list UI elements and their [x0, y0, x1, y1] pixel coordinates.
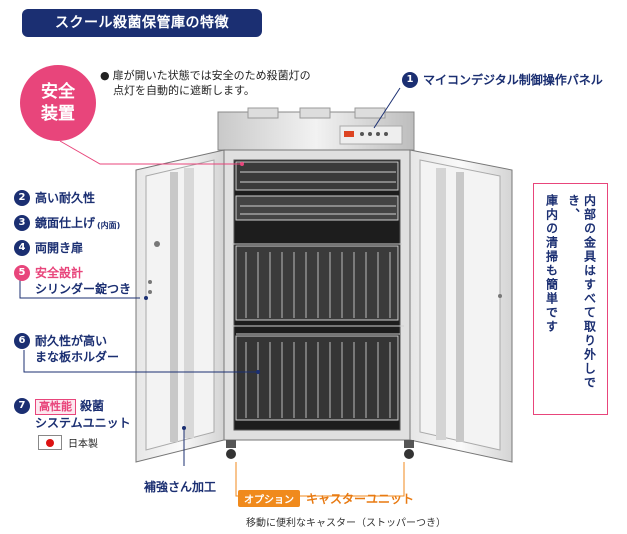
page-title: スクール殺菌保管庫の特徴	[22, 9, 262, 37]
feature-7: 7 高性能殺菌 システムユニット	[14, 398, 131, 431]
feature-2-number: 2	[14, 190, 30, 206]
caster-option: オプションキャスターユニット	[238, 490, 414, 507]
feature-7-line1: 殺菌	[80, 399, 105, 413]
feature-1: 1 マイコンデジタル制御操作パネル	[402, 72, 603, 88]
bullet-icon: ●	[100, 69, 110, 82]
caster-title: キャスターユニット	[306, 492, 415, 506]
high-performance-badge: 高性能	[35, 399, 76, 415]
feature-4: 4 両開き扉	[14, 240, 83, 256]
feature-7-number: 7	[14, 398, 30, 414]
right-door	[409, 149, 513, 463]
feature-1-number: 1	[402, 72, 418, 88]
interior-note-line2: 庫内の清掃も簡単です	[544, 194, 559, 334]
feature-4-label: 両開き扉	[35, 241, 84, 255]
feature-1-label: マイコンデジタル制御操作パネル	[423, 73, 603, 87]
board-holders	[245, 252, 391, 418]
feature-3-label: 鏡面仕上げ	[35, 216, 96, 230]
made-in-japan-label: 日本製	[68, 439, 98, 450]
left-door	[135, 149, 225, 463]
feature-6-line2: まな板ホルダー	[35, 350, 120, 364]
interior-note-box: 内部の金具はすべて取り外しでき、 庫内の清掃も簡単です	[533, 183, 608, 415]
feature-6: 6 耐久性が高い まな板ホルダー	[14, 333, 119, 365]
japan-flag-icon	[38, 435, 62, 450]
feature-5-number: 5	[14, 265, 30, 281]
feature-2-label: 高い耐久性	[35, 191, 96, 205]
safety-note-line1: 扉が開いた状態では安全のため殺菌灯の	[112, 69, 311, 82]
interior-note-line1: 内部の金具はすべて取り外しでき、	[566, 194, 597, 390]
feature-6-number: 6	[14, 333, 30, 349]
top-control-unit	[217, 107, 415, 151]
feature-3-sub: (内面)	[97, 221, 121, 230]
feature-4-number: 4	[14, 240, 30, 256]
feature-5-line2: シリンダー錠つき	[35, 282, 132, 296]
feature-2: 2 高い耐久性	[14, 190, 95, 206]
safety-note: ●扉が開いた状態では安全のため殺菌灯の 点灯を自動的に遮断します。	[100, 68, 360, 98]
safety-badge-line1: 安全	[41, 82, 75, 102]
option-badge: オプション	[238, 490, 300, 507]
caster-wheels	[226, 440, 414, 459]
feature-7-line2: システムユニット	[35, 416, 131, 430]
safety-badge: 安全 装置	[20, 65, 96, 141]
reinforcement-label: 補強さん加工	[144, 480, 217, 494]
safety-badge-line2: 装置	[41, 104, 75, 124]
leader-lines	[19, 87, 405, 497]
safety-note-line2: 点灯を自動的に遮断します。	[113, 84, 255, 97]
interior-shelves	[235, 161, 399, 421]
feature-3-number: 3	[14, 215, 30, 231]
feature-5-line1: 安全設計	[35, 266, 84, 280]
made-in-japan: 日本製	[38, 435, 98, 450]
caster-subtitle: 移動に便利なキャスター（ストッパーつき）	[246, 518, 446, 529]
feature-5: 5 安全設計 シリンダー錠つき	[14, 265, 131, 297]
rack-wires	[232, 171, 404, 335]
feature-3: 3 鏡面仕上げ (内面)	[14, 215, 120, 234]
feature-6-line1: 耐久性が高い	[35, 334, 108, 348]
